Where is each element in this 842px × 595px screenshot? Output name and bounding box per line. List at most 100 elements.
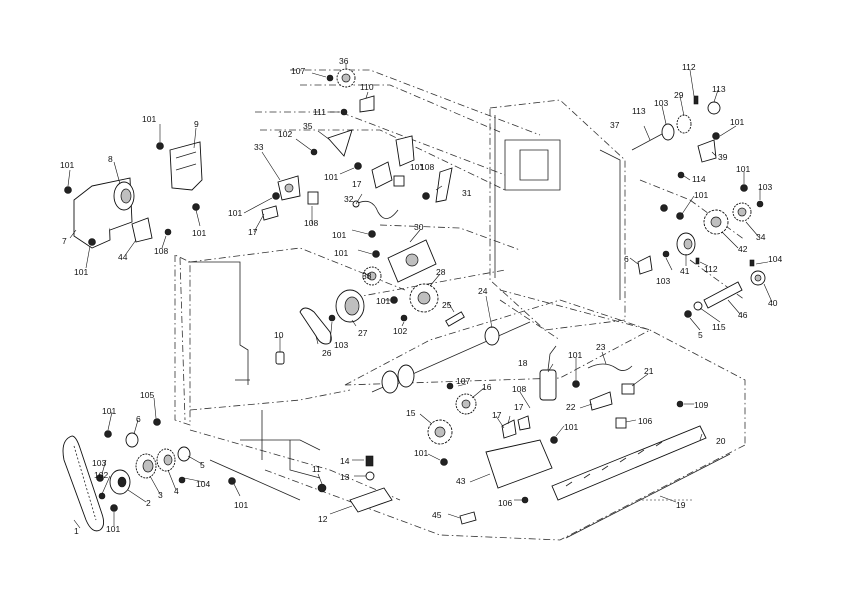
- screw-101i: [676, 212, 684, 220]
- screw-11: [317, 483, 327, 493]
- belt-26: [299, 307, 332, 345]
- callout-104: 104: [768, 254, 782, 264]
- pin-112b: [695, 257, 700, 265]
- callout-9: 9: [194, 119, 199, 129]
- callout-12: 12: [318, 514, 328, 524]
- callout-29: 29: [674, 90, 684, 100]
- callout-17: 17: [514, 402, 524, 412]
- callout-27: 27: [358, 328, 368, 338]
- bracket-17d: [517, 415, 531, 431]
- bracket-17c: [501, 419, 517, 439]
- callout-39: 39: [718, 152, 728, 162]
- screw-101g: [740, 184, 748, 192]
- callout-115: 115: [712, 322, 726, 332]
- callout-101: 101: [102, 406, 116, 416]
- callout-101: 101: [192, 228, 206, 238]
- callout-1: 1: [74, 526, 79, 536]
- callout-41: 41: [680, 266, 690, 276]
- ring-103b: [756, 200, 764, 208]
- callout-3: 3: [158, 490, 163, 500]
- bracket-44: [131, 217, 153, 243]
- callout-8: 8: [108, 154, 113, 164]
- screw-101j: [572, 380, 580, 388]
- callout-4: 4: [174, 486, 179, 496]
- callout-2: 2: [146, 498, 151, 508]
- callout-108: 108: [512, 384, 526, 394]
- callout-21: 21: [644, 366, 654, 376]
- bracket-17b: [371, 161, 393, 189]
- plate-43: [485, 439, 553, 489]
- part-110: [359, 95, 375, 113]
- callout-101: 101: [142, 114, 156, 124]
- callout-108: 108: [420, 162, 434, 172]
- callout-102: 102: [278, 129, 292, 139]
- callout-112: 112: [682, 62, 696, 72]
- bushing-5: [177, 446, 191, 462]
- gear-28: [409, 283, 439, 313]
- pin-25: [445, 311, 465, 327]
- callout-44: 44: [118, 252, 128, 262]
- callout-101: 101: [564, 422, 578, 432]
- callout-108: 108: [304, 218, 318, 228]
- callout-37: 37: [610, 120, 620, 130]
- bushing-40: [750, 270, 766, 286]
- bracket-30: [387, 239, 437, 283]
- screw-101c: [368, 230, 376, 238]
- part-108a: [307, 191, 319, 205]
- pulley-8: [113, 181, 135, 211]
- pulley-2: [109, 469, 131, 495]
- callout-34: 34: [756, 232, 766, 242]
- screw-101d: [372, 250, 380, 258]
- screw-106b: [521, 496, 529, 504]
- shaft-37: [631, 133, 663, 151]
- callout-38: 38: [362, 271, 372, 281]
- callout-28: 28: [436, 267, 446, 277]
- part-21: [621, 383, 635, 395]
- harness-23: [587, 363, 633, 371]
- callout-101: 101: [332, 230, 346, 240]
- callout-101: 101: [60, 160, 74, 170]
- callout-5: 5: [200, 460, 205, 470]
- screws-upper-left: [64, 142, 200, 246]
- bracket-22: [589, 391, 613, 411]
- callout-102: 102: [94, 470, 108, 480]
- callout-15: 15: [406, 408, 416, 418]
- washer-13: [365, 471, 375, 481]
- gear-38: [362, 266, 382, 286]
- callout-22: 22: [566, 402, 576, 412]
- callout-17: 17: [492, 410, 502, 420]
- callout-101: 101: [106, 524, 120, 534]
- roller-46: [703, 281, 743, 309]
- part-106a: [615, 417, 627, 429]
- plate-upper: [395, 135, 415, 167]
- gear-15: [427, 419, 453, 445]
- callout-106: 106: [498, 498, 512, 508]
- callout-104: 104: [196, 479, 210, 489]
- parts: [62, 68, 766, 539]
- screw-101b: [422, 192, 430, 200]
- pulley-27: [335, 289, 365, 323]
- callout-24: 24: [478, 286, 488, 296]
- plate-20: [551, 425, 707, 501]
- screw-101e: [390, 296, 398, 304]
- callout-101: 101: [376, 296, 390, 306]
- bracket-12: [349, 487, 393, 513]
- callout-113: 113: [632, 106, 646, 116]
- screw-114: [677, 171, 685, 179]
- tab-45: [459, 511, 477, 525]
- callout-103: 103: [92, 458, 106, 468]
- callout-103: 103: [334, 340, 348, 350]
- callout-101: 101: [324, 172, 338, 182]
- gear-113b: [707, 101, 721, 115]
- callout-31: 31: [462, 188, 472, 198]
- callout-20: 20: [716, 436, 726, 446]
- callout-105: 105: [140, 390, 154, 400]
- callout-103: 103: [656, 276, 670, 286]
- callout-14: 14: [340, 456, 350, 466]
- frame-outlines: [174, 69, 746, 541]
- callout-43: 43: [456, 476, 466, 486]
- callout-101: 101: [334, 248, 348, 258]
- callout-103: 103: [654, 98, 668, 108]
- callout-107: 107: [456, 376, 470, 386]
